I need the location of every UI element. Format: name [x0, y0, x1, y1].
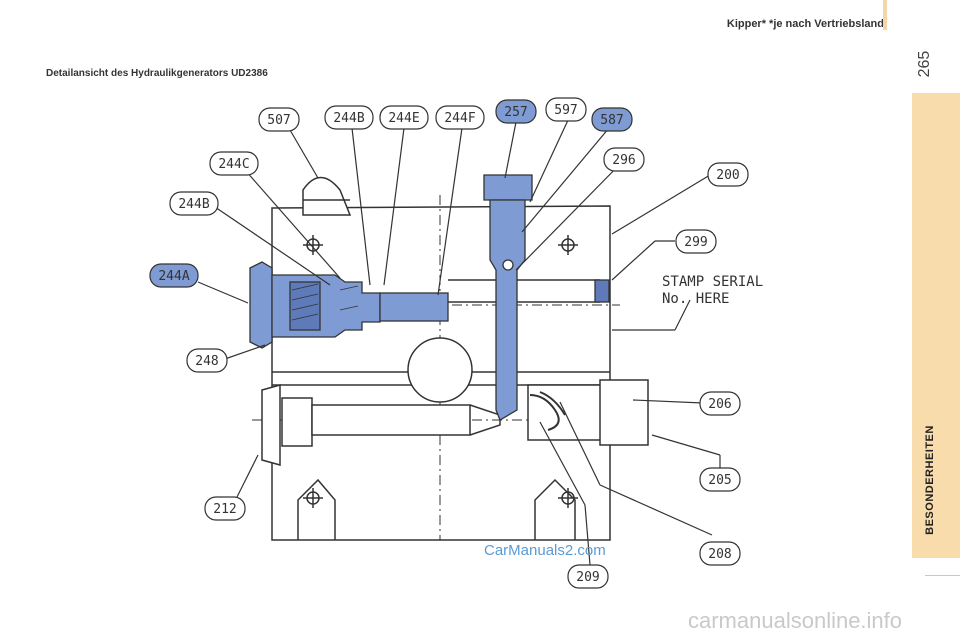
callout-507: 507 — [258, 107, 300, 132]
svg-text:587: 587 — [600, 113, 623, 128]
callout-244e: 244E — [379, 105, 429, 130]
svg-text:212: 212 — [213, 502, 236, 517]
svg-text:244B: 244B — [178, 197, 209, 212]
svg-text:209: 209 — [576, 570, 599, 585]
callout-208: 208 — [699, 541, 741, 566]
svg-text:244C: 244C — [218, 157, 249, 172]
svg-text:597: 597 — [554, 103, 577, 118]
svg-text:205: 205 — [708, 473, 731, 488]
header-divider — [883, 0, 887, 30]
callout-248: 248 — [186, 348, 228, 373]
callout-205: 205 — [699, 467, 741, 492]
svg-text:257: 257 — [504, 105, 527, 120]
callout-299: 299 — [675, 229, 717, 254]
callout-257: 257 — [495, 99, 537, 124]
svg-text:244F: 244F — [444, 111, 475, 126]
callout-244a: 244A — [149, 263, 199, 288]
stamp-note-line2: No. HERE — [662, 291, 729, 307]
svg-text:244B: 244B — [333, 111, 364, 126]
watermark-carmanuals[interactable]: CarManuals2.com — [484, 542, 606, 559]
svg-text:244E: 244E — [388, 111, 419, 126]
callout-244b-top: 244B — [324, 105, 374, 130]
side-tab-divider — [925, 575, 960, 576]
callout-200: 200 — [707, 162, 749, 187]
callout-244f: 244F — [435, 105, 485, 130]
svg-text:208: 208 — [708, 547, 731, 562]
callout-244c: 244C — [209, 151, 259, 176]
figure-caption: Detailansicht des Hydraulikgenerators UD… — [46, 68, 268, 79]
callout-209: 209 — [567, 564, 609, 589]
callout-206: 206 — [699, 391, 741, 416]
callout-597: 597 — [545, 97, 587, 122]
callout-587: 587 — [591, 107, 633, 132]
svg-text:248: 248 — [195, 354, 218, 369]
svg-text:296: 296 — [612, 153, 635, 168]
header-title: Kipper* *je nach Vertriebsland — [726, 18, 884, 30]
side-tab[interactable] — [912, 93, 960, 558]
svg-text:206: 206 — [708, 397, 731, 412]
callout-212: 212 — [204, 496, 246, 521]
svg-text:244A: 244A — [158, 269, 189, 284]
stamp-note-line1: STAMP SERIAL — [662, 274, 763, 290]
svg-text:299: 299 — [684, 235, 707, 250]
callout-296: 296 — [603, 147, 645, 172]
svg-text:200: 200 — [716, 168, 739, 183]
watermark-bottom[interactable]: carmanualsonline.info — [688, 608, 903, 633]
callout-244b-left: 244B — [169, 191, 219, 216]
svg-text:507: 507 — [267, 113, 290, 128]
